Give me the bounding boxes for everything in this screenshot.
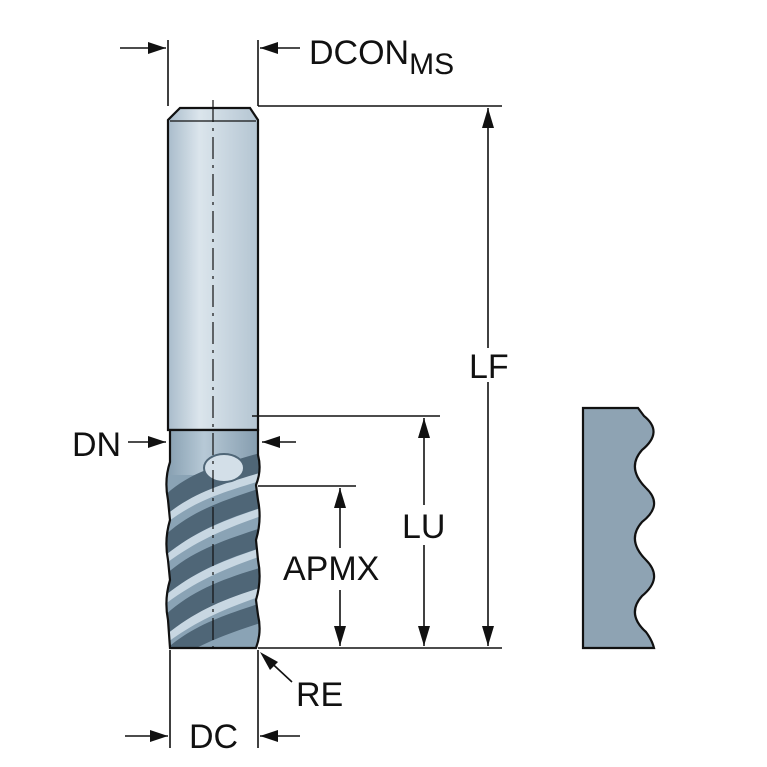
label-dn: DN (72, 426, 121, 464)
label-lf: LF (469, 348, 509, 386)
tool-flutes (165, 428, 261, 650)
label-dcon: DCONMS (309, 34, 454, 81)
label-dc: DC (189, 718, 238, 756)
label-lu: LU (402, 508, 445, 546)
label-re: RE (296, 676, 343, 714)
dimension-lines (120, 40, 502, 748)
flute-profile (581, 406, 656, 650)
label-apmx: APMX (283, 550, 379, 588)
